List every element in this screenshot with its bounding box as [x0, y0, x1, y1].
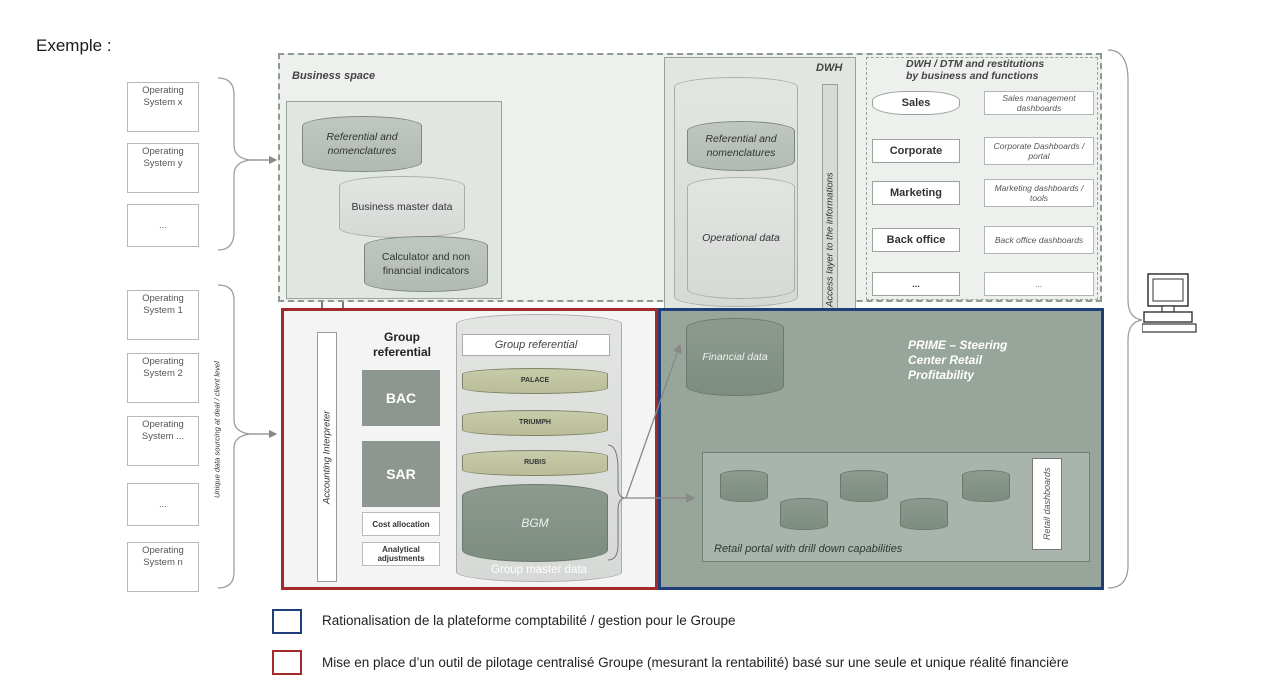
- right-bracket: [1107, 49, 1143, 589]
- retail-portal-label: Retail portal with drill down capabiliti…: [714, 543, 903, 555]
- calculator-cylinder: Calculator and non financial indicators: [364, 236, 488, 292]
- retail-portal-panel: [702, 452, 1090, 562]
- dashboard-more: ...: [984, 272, 1094, 296]
- function-marketing: Marketing: [872, 181, 960, 205]
- os-box-x: Operating System x: [127, 82, 199, 132]
- function-corporate: Corporate: [872, 139, 960, 163]
- os-box-2: Operating System 2: [127, 353, 199, 403]
- group-referential-label: Group referential: [372, 330, 432, 359]
- legend-blue-text: Rationalisation de la plateforme comptab…: [322, 613, 736, 628]
- retail-cylinder-2: [780, 498, 828, 530]
- triumph-cylinder: TRIUMPH: [462, 410, 608, 436]
- os-box-ellipsis: ...: [127, 204, 199, 247]
- bac-box: BAC: [362, 370, 440, 426]
- legend-red-text: Mise en place d’un outil de pilotage cen…: [322, 655, 1069, 670]
- os-box-n: Operating System n: [127, 542, 199, 592]
- retail-cylinder-4: [900, 498, 948, 530]
- cost-allocation-box: Cost allocation: [362, 512, 440, 536]
- group-referential-box: Group referential: [462, 334, 610, 356]
- retail-cylinder-5: [962, 470, 1010, 502]
- os-box-y: Operating System y: [127, 143, 199, 193]
- prime-title: PRIME – Steering Center Retail Profitabi…: [908, 338, 1008, 382]
- business-space-title: Business space: [292, 70, 376, 82]
- palace-cylinder: PALACE: [462, 368, 608, 394]
- retail-cylinder-3: [840, 470, 888, 502]
- os-box-1: Operating System 1: [127, 290, 199, 340]
- sar-box: SAR: [362, 441, 440, 507]
- rubis-cylinder: RUBIS: [462, 450, 608, 476]
- dashboard-back-office: Back office dashboards: [984, 226, 1094, 254]
- operational-data-cylinder: Operational data: [687, 177, 795, 299]
- financial-data-cylinder: Financial data: [686, 318, 784, 396]
- dwh-referential-cylinder: Referential and nomenclatures: [687, 121, 795, 171]
- computer-icon: [1141, 272, 1198, 341]
- function-sales: Sales: [872, 91, 960, 115]
- master-data-cylinder: Business master data: [339, 176, 465, 238]
- os-box-ellipsis-2: ...: [127, 483, 199, 526]
- legend-blue-swatch: [272, 609, 302, 634]
- analytical-adjustments-box: Analytical adjustments: [362, 542, 440, 566]
- function-back-office: Back office: [872, 228, 960, 252]
- bgm-cylinder: BGM: [462, 484, 608, 562]
- retail-cylinder-1: [720, 470, 768, 502]
- legend-red-swatch: [272, 650, 302, 675]
- dashboard-sales: Sales management dashboards: [984, 91, 1094, 115]
- dashboard-marketing: Marketing dashboards / tools: [984, 179, 1094, 207]
- example-heading: Exemple :: [36, 36, 112, 55]
- dwh-title: DWH: [816, 62, 843, 74]
- function-more: ...: [872, 272, 960, 296]
- dtm-title: DWH / DTM and restitutions by business a…: [906, 58, 1045, 82]
- dashboard-corporate: Corporate Dashboards / portal: [984, 137, 1094, 165]
- os-box-more: Operating System ...: [127, 416, 199, 466]
- referential-cylinder: Referential and nomenclatures: [302, 116, 422, 172]
